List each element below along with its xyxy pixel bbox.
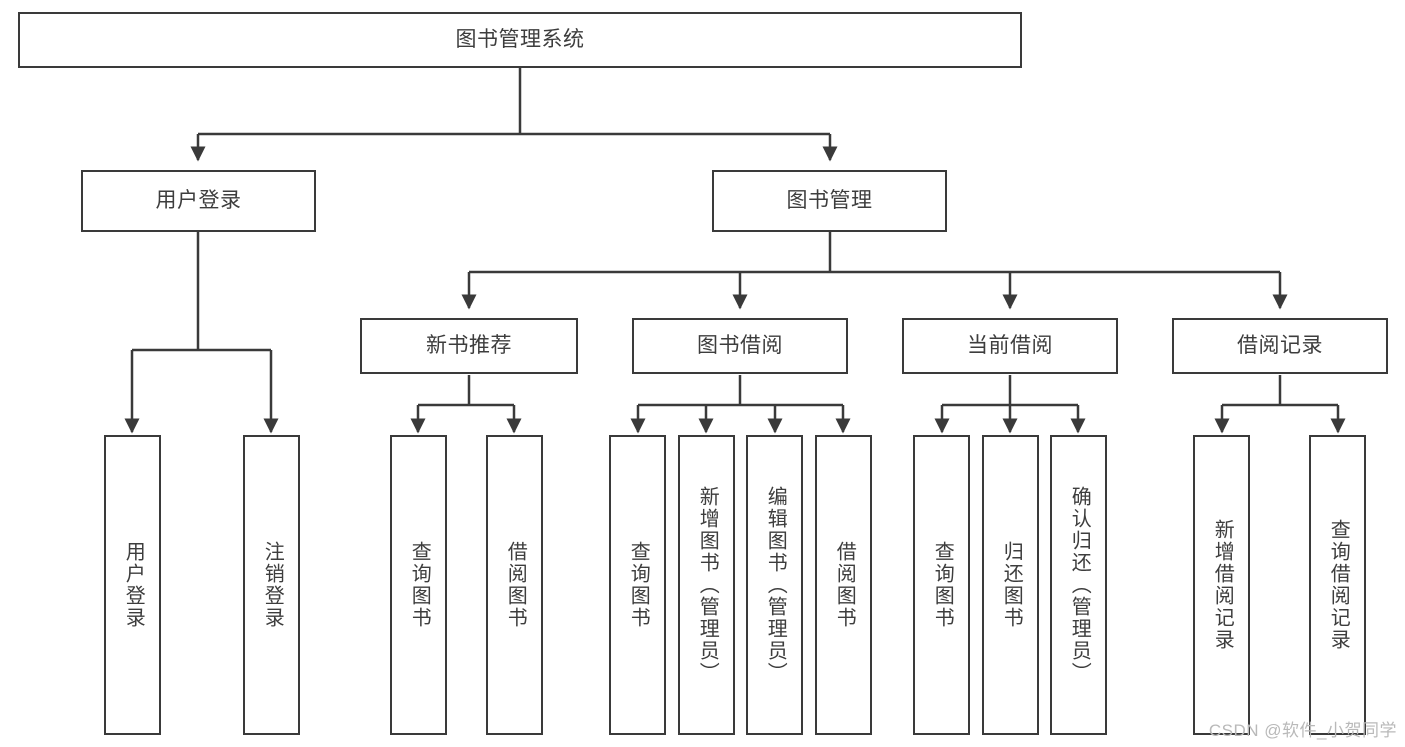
leaf-edit-book-admin[interactable]: 编辑图书（管理员） (746, 435, 803, 735)
node-new-book-recommend[interactable]: 新书推荐 (360, 318, 578, 374)
node-label: 当前借阅 (967, 333, 1053, 357)
node-label: 新增图书（管理员） (696, 486, 719, 684)
node-label: 查询图书 (931, 541, 954, 629)
leaf-query-borrow-record[interactable]: 查询借阅记录 (1309, 435, 1366, 735)
leaf-user-login[interactable]: 用户登录 (104, 435, 161, 735)
node-user-login[interactable]: 用户登录 (81, 170, 316, 232)
leaf-query-book-borrow[interactable]: 查询图书 (609, 435, 666, 735)
node-label: 借阅图书 (504, 541, 527, 629)
node-label: 图书借阅 (697, 333, 783, 357)
leaf-return-book[interactable]: 归还图书 (982, 435, 1039, 735)
node-root-book-management-system[interactable]: 图书管理系统 (18, 12, 1022, 68)
node-label: 用户登录 (155, 188, 242, 212)
leaf-logout[interactable]: 注销登录 (243, 435, 300, 735)
node-book-borrow[interactable]: 图书借阅 (632, 318, 848, 374)
node-current-borrow[interactable]: 当前借阅 (902, 318, 1118, 374)
node-borrow-record[interactable]: 借阅记录 (1172, 318, 1388, 374)
leaf-confirm-return-admin[interactable]: 确认归还（管理员） (1050, 435, 1107, 735)
node-label: 查询图书 (627, 541, 650, 629)
node-label: 借阅图书 (833, 541, 856, 629)
node-label: 图书管理系统 (455, 27, 585, 51)
node-label: 新增借阅记录 (1211, 519, 1234, 651)
node-book-manage[interactable]: 图书管理 (712, 170, 947, 232)
leaf-borrow-book[interactable]: 借阅图书 (815, 435, 872, 735)
leaf-query-book-new-rec[interactable]: 查询图书 (390, 435, 447, 735)
node-label: 确认归还（管理员） (1068, 486, 1091, 684)
leaf-add-borrow-record[interactable]: 新增借阅记录 (1193, 435, 1250, 735)
node-label: 编辑图书（管理员） (764, 486, 787, 684)
node-label: 借阅记录 (1237, 333, 1323, 357)
watermark-text: CSDN @软件_小贺同学 (1208, 721, 1397, 740)
node-label: 图书管理 (786, 188, 873, 212)
leaf-query-book-current[interactable]: 查询图书 (913, 435, 970, 735)
node-label: 归还图书 (1000, 541, 1023, 629)
leaf-borrow-book-new-rec[interactable]: 借阅图书 (486, 435, 543, 735)
node-label: 查询图书 (408, 541, 431, 629)
leaf-add-book-admin[interactable]: 新增图书（管理员） (678, 435, 735, 735)
node-label: 查询借阅记录 (1327, 519, 1350, 651)
node-label: 用户登录 (122, 541, 145, 629)
node-label: 注销登录 (261, 541, 284, 629)
node-label: 新书推荐 (426, 333, 512, 357)
